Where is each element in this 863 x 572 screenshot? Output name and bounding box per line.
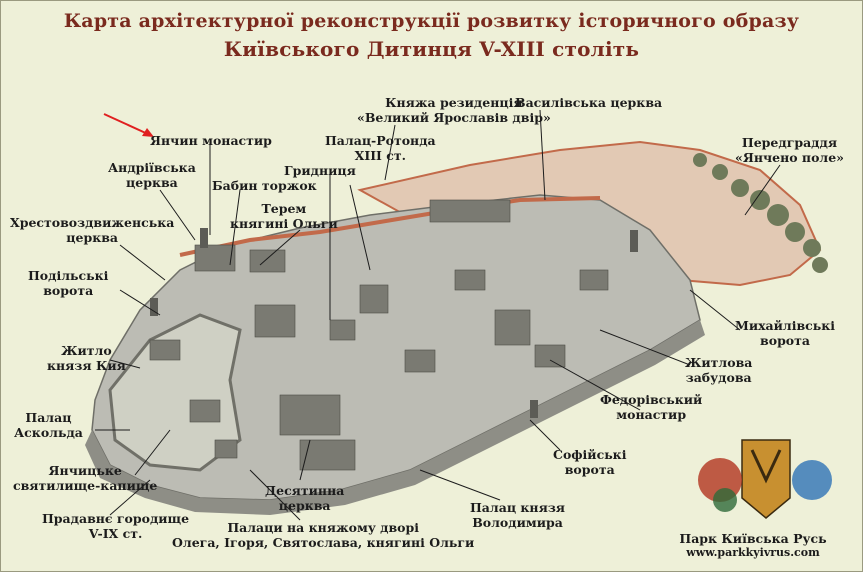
pointer-arrow	[103, 113, 154, 137]
label-princely-residence: Княжа резиденція«Великий Ярославів двір»	[357, 95, 551, 125]
forest	[693, 153, 828, 273]
map-title-line1: Карта архітектурної реконструкції розвит…	[63, 10, 800, 32]
label-peredgraddya: Передграддя«Янчено поле»	[735, 135, 844, 165]
plateau-slope	[85, 320, 705, 515]
label-babyn-torzhok: Бабин торжок	[212, 178, 317, 193]
park-brand: Парк Київська Русь www.parkkyivrus.com	[668, 532, 838, 560]
northern-wall	[179, 196, 601, 257]
map-title-line2: Київського Дитинця V-XIII століть	[223, 37, 640, 61]
park-name: Парк Київська Русь	[679, 531, 827, 546]
towers	[150, 228, 638, 418]
label-vasylivska-church: Василівська церква	[515, 95, 663, 110]
label-grydnytsya: Гридниця	[284, 163, 356, 178]
label-yanchyn-monastery: Янчин монастир	[150, 133, 272, 148]
ancient-settlement	[108, 313, 242, 472]
buildings	[149, 199, 609, 471]
park-logo	[698, 439, 832, 519]
leader-lines	[95, 109, 781, 521]
park-url[interactable]: www.parkkyivrus.com	[686, 546, 820, 559]
